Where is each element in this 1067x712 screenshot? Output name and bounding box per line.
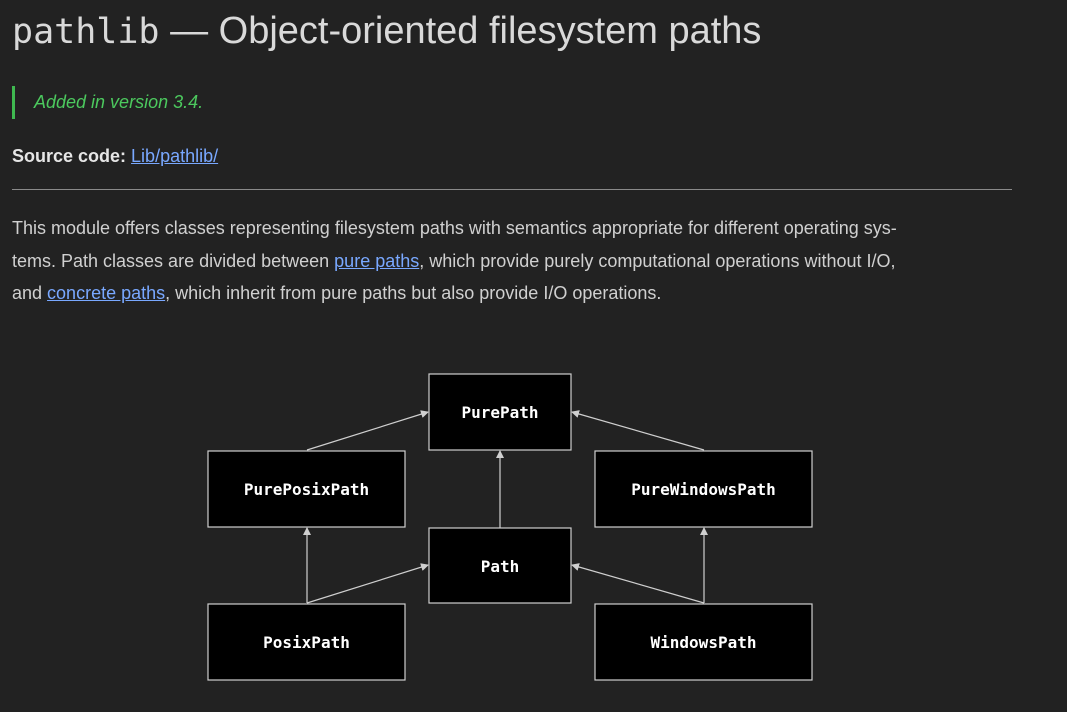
- node-windowspath: WindowsPath: [594, 603, 813, 681]
- pure-paths-link[interactable]: pure paths: [334, 250, 420, 271]
- intro-text: , which provide purely computational ope…: [419, 250, 896, 271]
- node-label: WindowsPath: [651, 633, 757, 652]
- node-purepath: PurePath: [428, 373, 572, 451]
- arrow-posix-to-path: [306, 563, 429, 604]
- node-path: Path: [428, 527, 572, 604]
- version-added-text: Added in version 3.4.: [34, 92, 204, 112]
- source-code-link[interactable]: Lib/pathlib/: [131, 146, 219, 166]
- source-code-line: Source code: Lib/pathlib/: [12, 143, 218, 169]
- arrow-pureposix-to-purepath: [306, 410, 429, 451]
- node-label: PurePath: [461, 403, 538, 422]
- intro-line-2: tems. Path classes are divided between p…: [12, 245, 1012, 278]
- source-code-label: Source code:: [12, 146, 127, 166]
- module-name: pathlib: [12, 12, 160, 52]
- arrow-purewindows-to-purepath: [571, 410, 705, 451]
- node-label: PosixPath: [263, 633, 350, 652]
- version-added-note: Added in version 3.4.: [12, 86, 203, 119]
- intro-line-3: and concrete paths, which inherit from p…: [12, 277, 1012, 310]
- node-posixpath: PosixPath: [207, 603, 406, 681]
- diagram-arrows: [303, 410, 708, 604]
- node-purewindowspath: PureWindowsPath: [594, 450, 813, 528]
- arrow-windows-to-path: [571, 563, 705, 604]
- intro-line-1: This module offers classes representing …: [12, 218, 897, 238]
- page-title: pathlib — Object-oriented filesystem pat…: [12, 8, 761, 55]
- intro-paragraph: This module offers classes representing …: [12, 212, 1012, 310]
- node-label: PurePosixPath: [244, 480, 369, 499]
- intro-text: tems. Path classes are divided between: [12, 250, 335, 271]
- divider: [12, 189, 1012, 190]
- node-label: Path: [481, 557, 520, 576]
- title-text: — Object-oriented filesystem paths: [159, 10, 762, 52]
- concrete-paths-link[interactable]: concrete paths: [47, 283, 166, 303]
- node-label: PureWindowsPath: [631, 480, 776, 499]
- intro-text: , which inherit from pure paths but also…: [165, 283, 662, 303]
- intro-text: and: [12, 283, 48, 303]
- node-pureposixpath: PurePosixPath: [207, 450, 406, 528]
